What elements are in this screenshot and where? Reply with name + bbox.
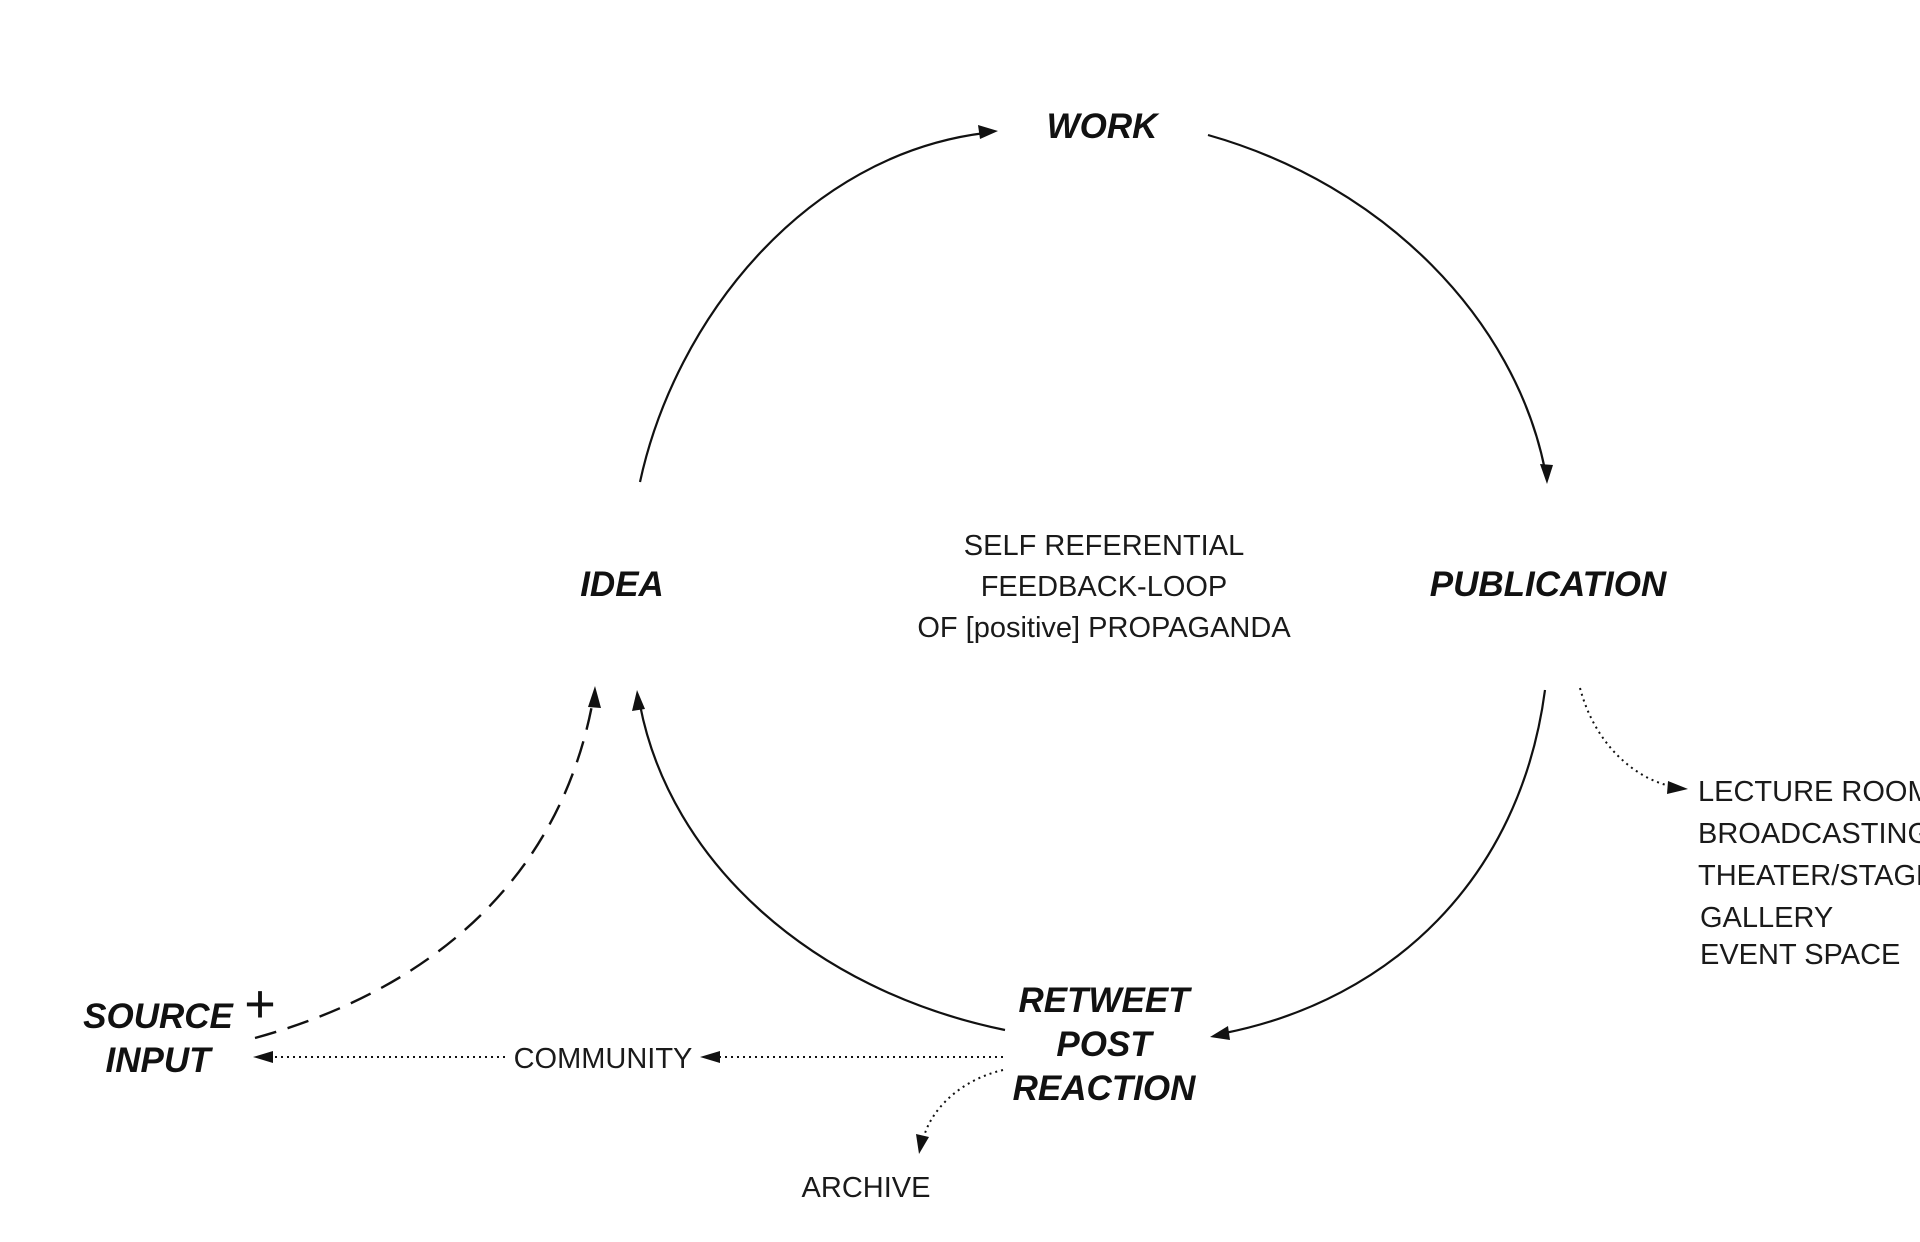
arrowhead-source <box>253 1051 273 1063</box>
node-work: WORK <box>1047 107 1161 146</box>
node-idea: IDEA <box>580 565 664 604</box>
node-reaction-line-1: RETWEET <box>1018 981 1192 1020</box>
dashed-source-to-idea <box>254 699 595 1040</box>
label-community: COMMUNITY <box>514 1043 693 1075</box>
dotted-publication-to-venues <box>1579 687 1671 787</box>
node-reaction-line-3: REACTION <box>1013 1069 1197 1108</box>
venue-theater-stage: THEATER/STAGE <box>1698 860 1920 892</box>
node-publication: PUBLICATION <box>1430 565 1667 604</box>
node-source-line-2: INPUT <box>106 1041 214 1080</box>
venue-broadcasting: BROADCASTING <box>1698 818 1920 850</box>
arc-reaction-to-idea <box>638 704 1006 1032</box>
venue-gallery: GALLERY <box>1700 902 1833 934</box>
arrowhead-reaction <box>1210 1026 1230 1040</box>
center-text-line-3: OF [positive] PROPAGANDA <box>917 612 1291 644</box>
venue-lecture-room: LECTURE ROOM <box>1698 776 1920 808</box>
arc-publication-to-reaction <box>1224 689 1547 1035</box>
arc-work-to-publication <box>1207 133 1547 471</box>
source-plus-sign: + <box>244 974 276 1034</box>
label-archive: ARCHIVE <box>802 1172 931 1204</box>
node-source-line-1: SOURCE <box>83 997 234 1036</box>
arrowhead-idea <box>632 690 645 711</box>
venue-event-space: EVENT SPACE <box>1700 939 1900 971</box>
dotted-reaction-to-archive <box>922 1069 1004 1141</box>
arrowhead-community <box>700 1051 720 1063</box>
node-reaction-line-2: POST <box>1056 1025 1154 1064</box>
arrowhead-archive <box>916 1134 929 1154</box>
arrowhead-work <box>978 125 998 139</box>
arrowhead-publication <box>1540 464 1553 484</box>
arrowhead-venues <box>1667 781 1688 794</box>
arc-idea-to-work <box>638 131 986 483</box>
center-text-line-2: FEEDBACK-LOOP <box>981 571 1228 603</box>
arrowhead-dashed-idea <box>588 686 601 708</box>
center-text-line-1: SELF REFERENTIAL <box>964 530 1244 562</box>
